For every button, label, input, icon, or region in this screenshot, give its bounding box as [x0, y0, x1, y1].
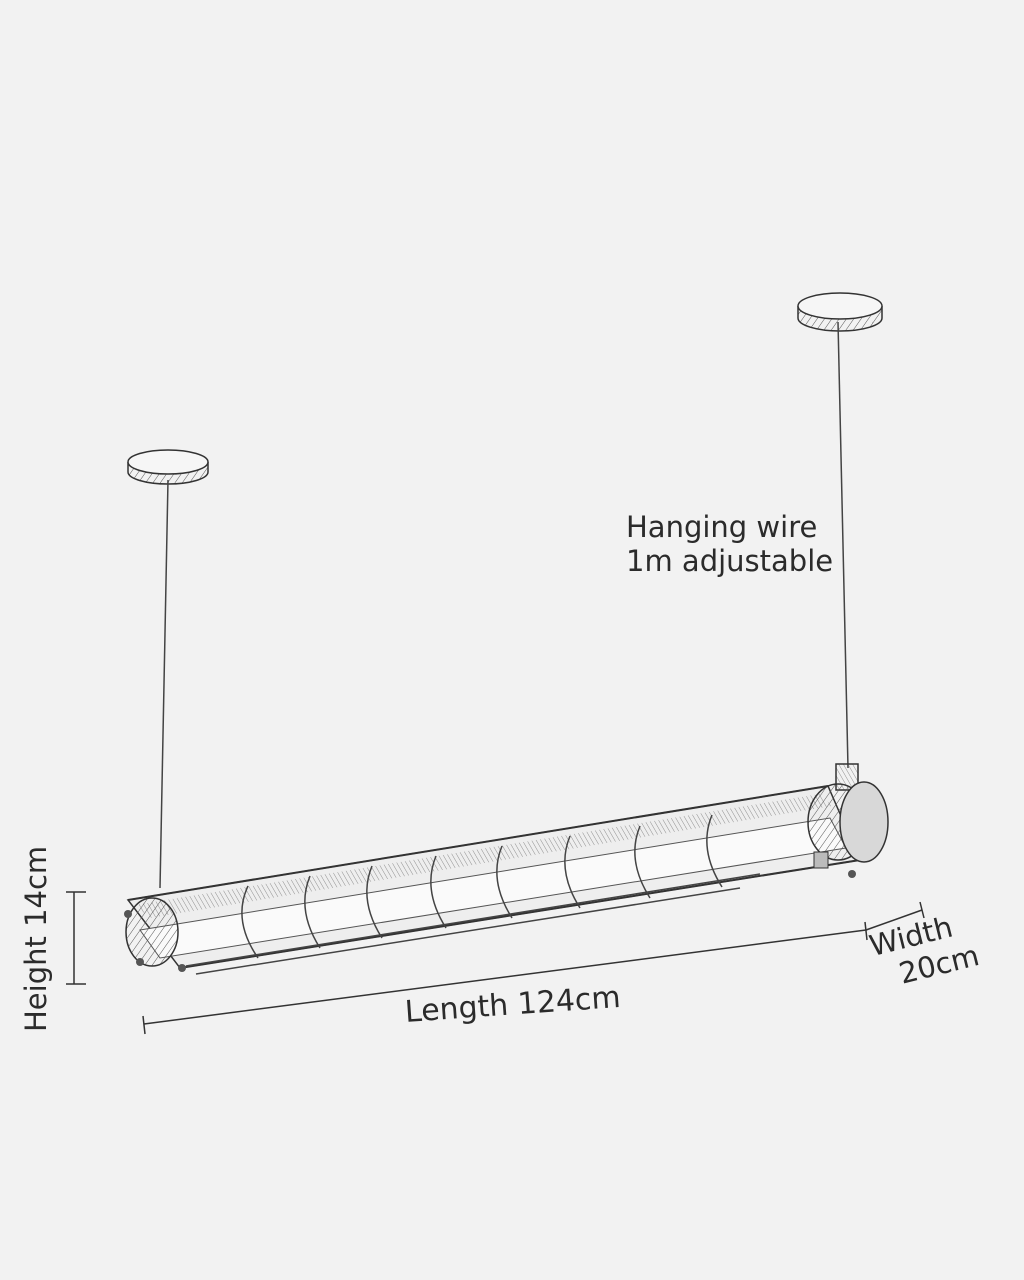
- right-ceiling-canopy: [797, 292, 883, 332]
- left-end-cap: [124, 897, 186, 972]
- height-dimension: [66, 891, 86, 985]
- wire-cage: [185, 814, 761, 975]
- width-dimension: [865, 901, 925, 931]
- hanging-wire-annotation: Hanging wire 1m adjustable: [626, 510, 833, 578]
- height-label: Height 14cm: [19, 845, 53, 1032]
- right-hanging-wire: [837, 321, 849, 769]
- left-hanging-wire: [159, 479, 169, 889]
- left-ceiling-canopy: [127, 449, 209, 485]
- right-end-cap: [807, 763, 889, 878]
- length-dimension: [142, 921, 868, 1035]
- hanging-wire-line1: Hanging wire: [626, 510, 818, 544]
- hanging-wire-line2: 1m adjustable: [626, 544, 834, 578]
- lamp-tube: [126, 785, 862, 969]
